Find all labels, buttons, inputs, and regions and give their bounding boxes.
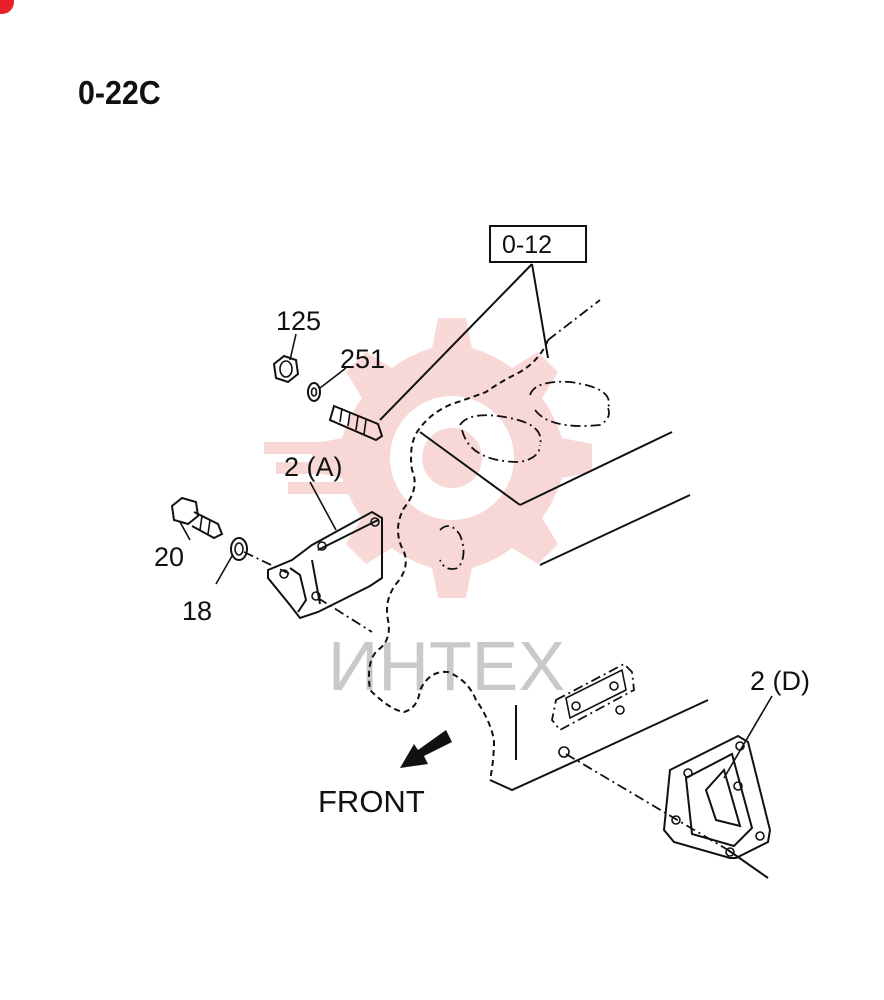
callout-leaders: [179, 333, 773, 779]
callout-251: 251: [340, 344, 385, 374]
bracket-d: [565, 734, 772, 879]
callout-18: 18: [182, 596, 212, 626]
washer-251: [307, 382, 321, 402]
reference-box: 0-12: [379, 225, 587, 421]
callout-2d: 2 (D): [750, 666, 810, 696]
bolt-20: [170, 496, 224, 540]
front-label: FRONT: [318, 784, 425, 819]
callout-20: 20: [154, 542, 184, 572]
front-arrow-icon: [400, 730, 452, 768]
washer-18: [230, 537, 291, 575]
page-title: 0-22C: [78, 74, 161, 111]
reference-label: 0-12: [502, 231, 552, 259]
callout-125: 125: [276, 306, 321, 336]
bracket-a: [267, 510, 383, 633]
engine-block: [368, 299, 709, 792]
callout-2a: 2 (A): [284, 452, 343, 482]
stud: [328, 404, 384, 442]
watermark-text: ИНТЕХ: [328, 627, 565, 705]
nut-125: [272, 354, 300, 384]
